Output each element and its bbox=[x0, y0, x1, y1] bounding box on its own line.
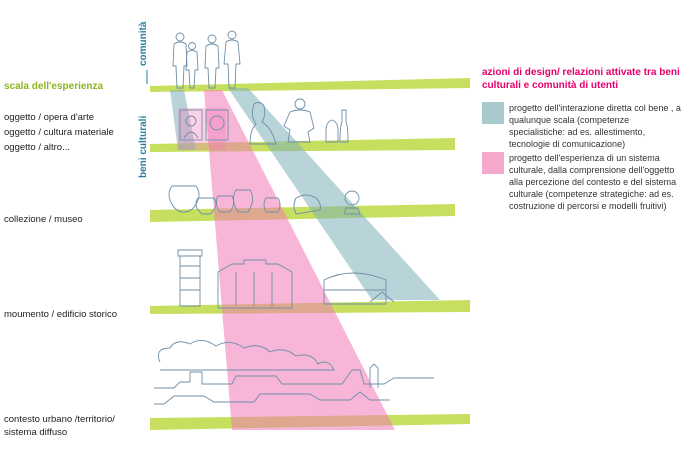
label-oggetto-arte: oggetto / opera d'arte bbox=[4, 112, 95, 123]
label-contesto-1: contesto urbano /territorio/ bbox=[4, 414, 115, 425]
pink-beam bbox=[204, 90, 395, 430]
legend-swatch-teal bbox=[482, 102, 504, 124]
label-collezione: collezione / museo bbox=[4, 214, 83, 225]
community-people-icon bbox=[172, 30, 241, 89]
label-oggetto-altro: oggetto / altro... bbox=[4, 142, 71, 153]
label-comunita: comunità bbox=[138, 21, 149, 66]
collection-vases-icon bbox=[168, 185, 361, 215]
label-scala-esperienza: scala dell'esperienza bbox=[4, 81, 104, 92]
label-oggetto-cultura: oggetto / cultura materiale bbox=[4, 127, 114, 138]
legend-text-experience: progetto dell'esperienza di un sistema c… bbox=[509, 153, 677, 211]
label-contesto-2: sistema diffuso bbox=[4, 427, 68, 438]
label-monumento: moumento / edificio storico bbox=[4, 309, 117, 320]
artwork-objects-icon bbox=[179, 98, 349, 145]
territory-skyline-icon bbox=[154, 340, 434, 405]
legend-swatch-pink bbox=[482, 152, 504, 174]
teal-beam-right bbox=[228, 88, 440, 300]
label-beni-culturali: beni culturali bbox=[138, 115, 149, 178]
legend-title: azioni di design/ relazioni attivate tra… bbox=[482, 67, 680, 91]
monuments-icon bbox=[177, 249, 395, 309]
legend-text-interaction: progetto dell'interazione diretta col be… bbox=[509, 103, 681, 149]
teal-beam-left bbox=[170, 90, 196, 150]
ground-strip-community bbox=[150, 78, 470, 92]
